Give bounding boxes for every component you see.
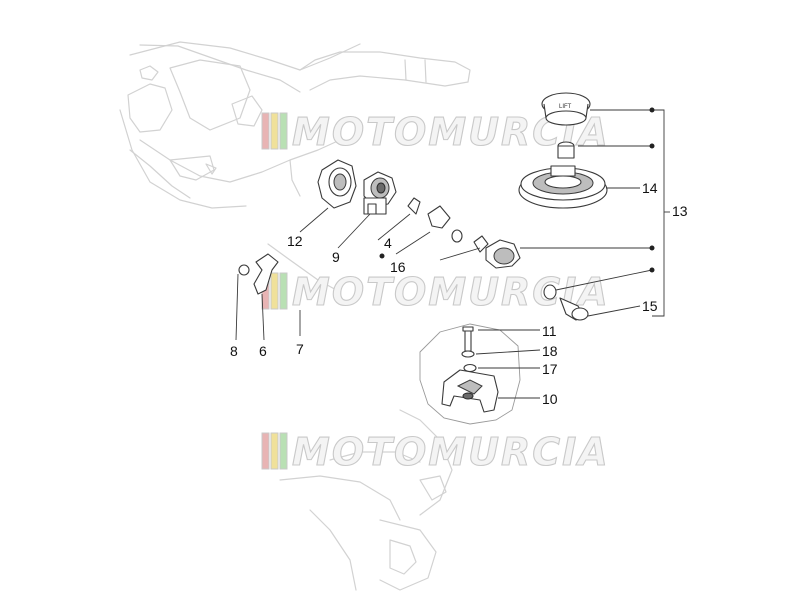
watermark-stripe <box>279 112 288 150</box>
watermark-logo-bottom: MOTOMURCIA <box>261 429 610 475</box>
callout-4: 4 <box>384 235 392 251</box>
group-outline-lock <box>419 323 521 425</box>
callout-17: 17 <box>542 361 558 377</box>
callout-9: 9 <box>332 249 340 265</box>
callout-12: 12 <box>287 233 303 249</box>
part-12-ignition-surround <box>317 159 357 209</box>
callout-18: 18 <box>542 343 558 359</box>
leader-lines <box>235 109 670 399</box>
watermark-stripe <box>270 432 279 470</box>
watermark-text: MOTOMURCIA <box>292 430 610 474</box>
watermark-stripe <box>261 432 270 470</box>
callout-16: 16 <box>390 259 406 275</box>
part-11-bolt <box>462 326 474 352</box>
part-9-ignition-switch <box>363 171 397 215</box>
watermark-stripe <box>279 272 288 310</box>
callout-8: 8 <box>230 343 238 359</box>
part-18-washer <box>461 350 475 358</box>
part-4-clip <box>407 197 463 243</box>
callout-labels: 13 14 15 12 9 4 16 8 6 7 11 18 17 10 <box>230 180 688 407</box>
callout-14: 14 <box>642 180 658 196</box>
watermark-stripe <box>270 272 279 310</box>
callout-7: 7 <box>296 341 304 357</box>
part-lock-cylinder <box>473 235 521 269</box>
part-17-washer <box>463 363 477 373</box>
watermark-stripe <box>270 112 279 150</box>
watermark-text: MOTOMURCIA <box>292 270 610 314</box>
part-14-fuel-cap-flange <box>518 165 608 209</box>
callout-6: 6 <box>259 343 267 359</box>
part-13-fuel-cap: LIFT <box>541 92 591 159</box>
scooter-outline <box>119 41 471 591</box>
part-10-lock-bracket <box>441 369 499 413</box>
part-6-bracket <box>253 253 279 295</box>
part-15-key <box>543 284 589 321</box>
callout-10: 10 <box>542 391 558 407</box>
callout-13: 13 <box>672 203 688 219</box>
bracket-13 <box>652 109 665 317</box>
callout-11: 11 <box>542 323 557 339</box>
watermark-stripe <box>279 432 288 470</box>
reference-dots <box>379 107 655 273</box>
part-8-nut <box>238 264 250 276</box>
fuel-cap-label: LIFT <box>559 104 572 110</box>
watermark-logo-middle: MOTOMURCIA <box>261 269 610 315</box>
callout-15: 15 <box>642 298 658 314</box>
watermark-stripe <box>261 112 270 150</box>
